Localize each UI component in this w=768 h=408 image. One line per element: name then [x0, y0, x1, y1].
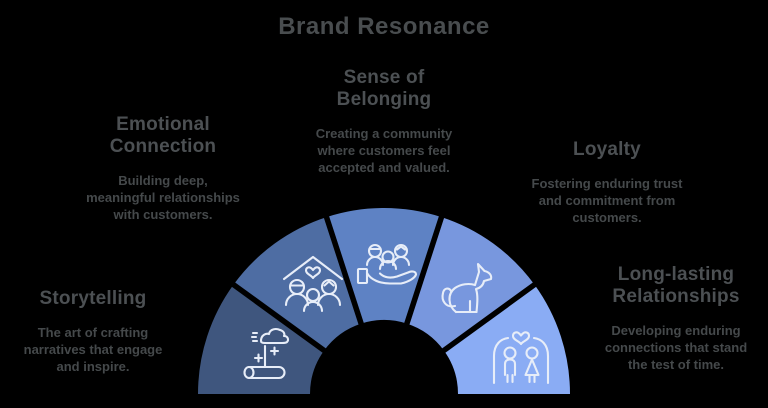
segment-emotional-connection	[233, 217, 362, 351]
scroll-magic-wand-icon	[243, 328, 290, 380]
segment-divider	[322, 212, 367, 333]
segment-divider	[228, 280, 333, 358]
hand-holding-people-icon	[356, 243, 418, 285]
item-description-storytelling: The art of crafting narratives that enga…	[23, 325, 163, 374]
fan-segment-gaps	[228, 212, 540, 358]
dog-icon	[441, 262, 493, 314]
item-label-emotional-connection: Emotional Connection	[109, 114, 217, 157]
item-description-long-lasting-relationships: Developing enduring connections that sta…	[604, 323, 748, 372]
segment-long-lasting-relationships	[443, 284, 570, 394]
page-title: Brand Resonance	[278, 13, 490, 40]
couple-heart-icon	[492, 331, 550, 385]
item-block-loyalty: Loyalty Fostering enduring trust and com…	[517, 139, 697, 226]
item-description-loyalty: Fostering enduring trust and commitment …	[531, 176, 683, 225]
segment-divider	[435, 280, 540, 358]
item-description-sense-of-belonging: Creating a community where customers fee…	[315, 126, 453, 175]
item-block-storytelling: Storytelling The art of crafting narrati…	[3, 288, 183, 375]
house-heart-family-icon	[282, 255, 344, 313]
item-label-sense-of-belonging: Sense of Belonging	[336, 67, 432, 110]
item-description-emotional-connection: Building deep, meaningful relationships …	[86, 173, 240, 222]
segment-sense-of-belonging	[326, 207, 442, 324]
item-block-emotional-connection: Emotional Connection Building deep, mean…	[73, 114, 253, 223]
item-block-long-lasting-relationships: Long-lasting Relationships Developing en…	[586, 264, 766, 373]
item-label-storytelling: Storytelling	[39, 288, 147, 309]
item-label-long-lasting-relationships: Long-lasting Relationships	[612, 264, 740, 307]
item-label-loyalty: Loyalty	[573, 139, 641, 160]
segment-divider	[401, 212, 446, 333]
item-block-sense-of-belonging: Sense of Belonging Creating a community …	[294, 67, 474, 176]
